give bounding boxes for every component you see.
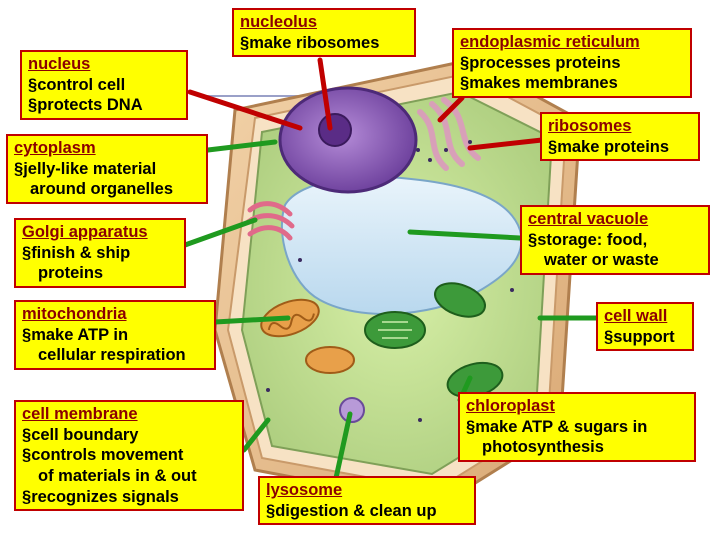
pointer-vacuole <box>407 229 523 241</box>
label-line: make ATP in <box>22 325 208 346</box>
lysosome-shape <box>339 397 365 423</box>
label-line: make ribosomes <box>240 33 408 54</box>
label-golgi-apparatus: Golgi apparatus finish & ship proteins <box>14 218 186 288</box>
label-line: controls movement <box>22 445 236 466</box>
label-line: photosynthesis <box>482 438 604 457</box>
label-nucleus: nucleus control cell protects DNA <box>20 50 188 120</box>
label-line: proteins <box>38 264 104 283</box>
pointer-golgi <box>182 217 258 248</box>
label-line: makes membranes <box>460 73 684 94</box>
label-central-vacuole: central vacuole storage: food, water or … <box>520 205 710 275</box>
label-lysosome: lysosome digestion & clean up <box>258 476 476 526</box>
label-title: Golgi apparatus <box>22 223 148 241</box>
label-title: cell wall <box>604 307 668 325</box>
label-mitochondria: mitochondria make ATP in cellular respir… <box>14 300 216 370</box>
label-line: control cell <box>28 75 180 96</box>
label-title: mitochondria <box>22 305 127 323</box>
label-cell-wall: cell wall support <box>596 302 694 352</box>
chloroplast-shapes <box>364 282 504 399</box>
label-title: cell membrane <box>22 405 138 423</box>
label-ribosomes: ribosomes make proteins <box>540 112 700 162</box>
label-line: digestion & clean up <box>266 501 468 522</box>
pointer-lysosome <box>333 411 353 481</box>
pointer-nucleus <box>187 89 303 131</box>
label-title: endoplasmic reticulum <box>460 33 640 51</box>
label-line: protects DNA <box>28 95 180 116</box>
label-line: processes proteins <box>460 53 684 74</box>
pointer-lines <box>182 57 603 481</box>
pointer-cytoplasm <box>205 139 278 153</box>
label-title: nucleolus <box>240 13 318 31</box>
label-title: chloroplast <box>466 397 555 415</box>
label-nucleolus: nucleolus make ribosomes <box>232 8 416 58</box>
pointer-ribosomes <box>467 137 545 151</box>
label-line: storage: food, <box>528 230 702 251</box>
label-line: finish & ship <box>22 243 178 264</box>
label-line: recognizes signals <box>22 487 236 508</box>
label-title: central vacuole <box>528 210 649 228</box>
pointer-nucleolus <box>317 57 333 131</box>
er-shape <box>417 97 481 171</box>
label-cell-membrane: cell membrane cell boundary controls mov… <box>14 400 244 512</box>
ribosome-dots <box>266 140 514 422</box>
label-line: cell boundary <box>22 425 236 446</box>
pointer-er <box>437 95 465 123</box>
label-chloroplast: chloroplast make ATP & sugars in photosy… <box>458 392 696 462</box>
nucleolus-shape <box>318 113 352 147</box>
label-line: water or waste <box>544 251 659 270</box>
label-title: ribosomes <box>548 117 632 135</box>
label-line: support <box>604 327 686 348</box>
label-title: lysosome <box>266 481 343 499</box>
pointer-cell-membrane <box>241 417 271 453</box>
label-line: cellular respiration <box>38 346 186 365</box>
label-line: around organelles <box>30 180 174 199</box>
label-title: cytoplasm <box>14 139 96 157</box>
label-title: nucleus <box>28 55 91 73</box>
label-line: of materials in & out <box>38 466 197 485</box>
label-cytoplasm: cytoplasm jelly-like material around org… <box>6 134 208 204</box>
label-endoplasmic-reticulum: endoplasmic reticulum processes proteins… <box>452 28 692 98</box>
label-line: jelly-like material <box>14 159 200 180</box>
label-line: make ATP & sugars in <box>466 417 688 438</box>
pointer-mitochondria <box>212 315 291 325</box>
label-line: make proteins <box>548 137 692 158</box>
